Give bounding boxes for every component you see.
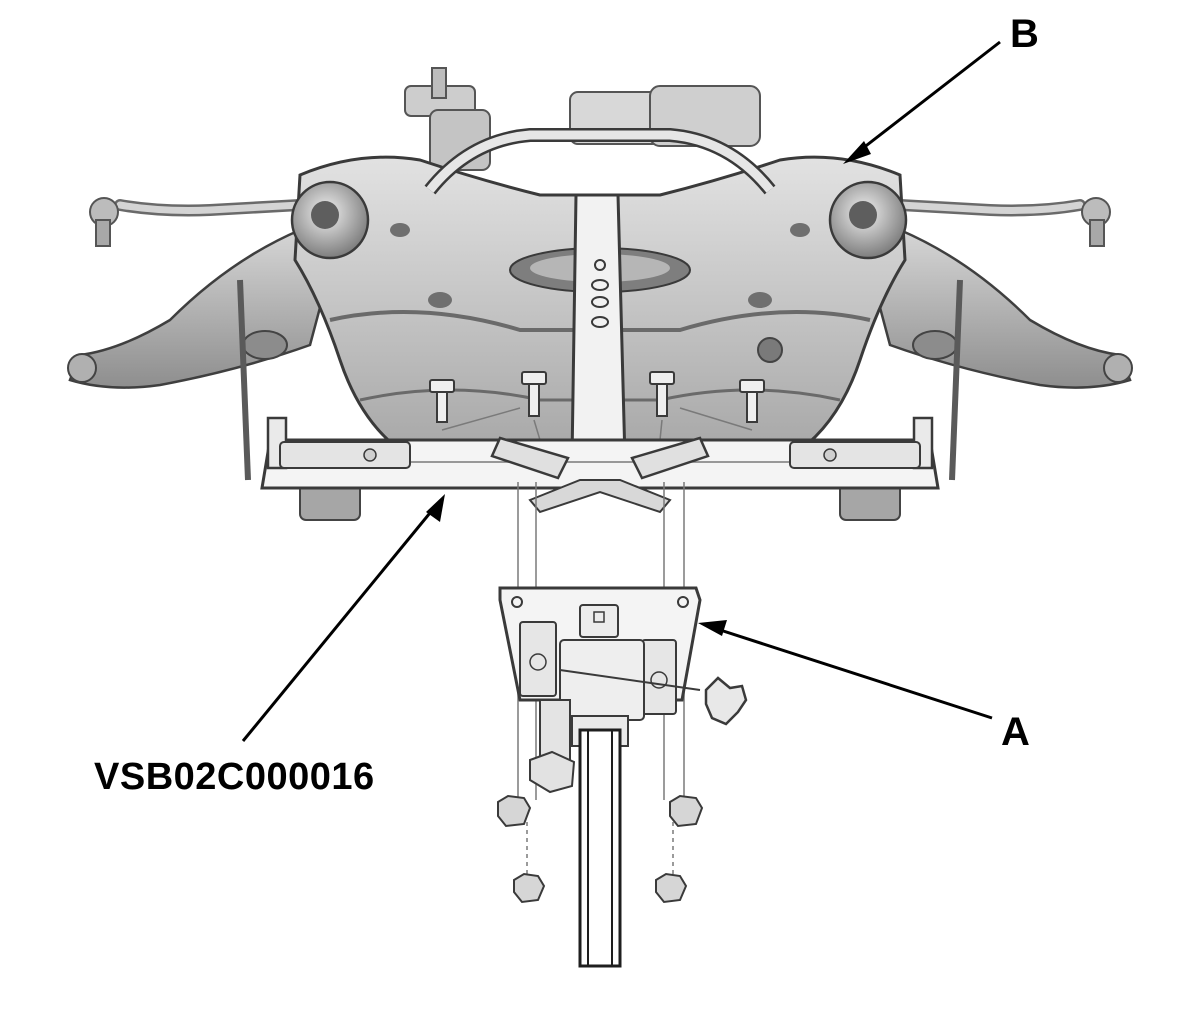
callout-a: A: [1001, 710, 1030, 754]
left-bushing: [290, 180, 370, 260]
support-bar-tool: [260, 193, 940, 514]
subframe-bolts: [429, 371, 765, 423]
right-lower-arm: [868, 228, 1133, 389]
right-bushing: [828, 180, 908, 260]
nuts: [497, 794, 704, 904]
jack-post: [578, 728, 622, 968]
callout-b: B: [1010, 12, 1039, 56]
left-lower-arm: [67, 228, 332, 389]
adjust-knob-icon: [704, 676, 748, 726]
jack-adapter: [498, 586, 748, 794]
leader-tool: [241, 494, 445, 742]
leader-a: [698, 620, 993, 720]
left-tie-rod: [89, 197, 306, 247]
leader-b: [843, 40, 1001, 164]
callout-tool-number: VSB02C000016: [94, 756, 375, 798]
right-tie-rod: [894, 197, 1111, 247]
